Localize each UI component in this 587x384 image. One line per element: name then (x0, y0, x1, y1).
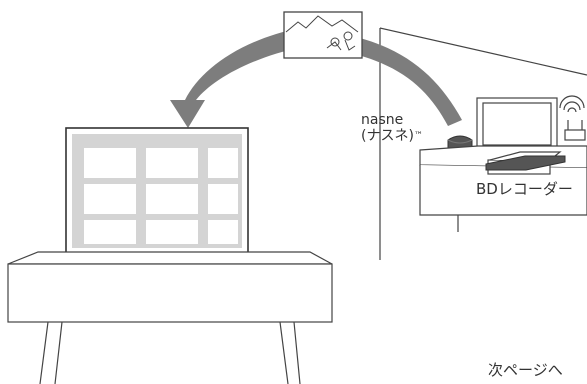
room-wall (379, 27, 587, 260)
nasne-label: nasne (ナスネ)™ (361, 112, 423, 144)
trademark-symbol: ™ (413, 131, 423, 141)
foreground-tv (65, 127, 249, 265)
photo-thumbnail-icon (283, 11, 363, 59)
nasne-line1: nasne (361, 112, 404, 128)
screen-tile-grid (84, 148, 238, 244)
arrow-icon (170, 28, 302, 128)
bd-recorder-label: BDレコーダー (476, 180, 573, 198)
wifi-icon (559, 95, 585, 113)
bd-recorder (485, 155, 566, 171)
next-page-label: 次ページへ (488, 361, 563, 379)
nasne-line2: (ナスネ) (361, 128, 414, 144)
router-icon (564, 120, 586, 141)
arrow-tail (358, 38, 462, 126)
foreground-stand (7, 251, 333, 384)
